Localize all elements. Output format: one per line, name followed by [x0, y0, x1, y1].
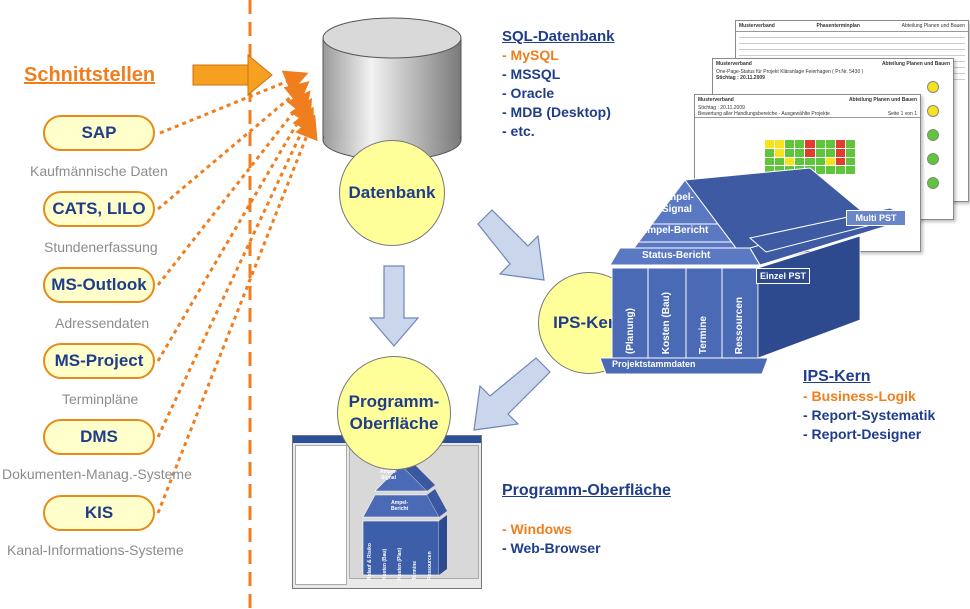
status-light-green	[927, 153, 939, 165]
status-light-green	[927, 129, 939, 141]
small-house-tier-line2: Bericht	[391, 506, 409, 512]
einzel-pst-tag: Einzel PST	[756, 268, 810, 284]
house-roof-signal: Signal	[661, 204, 692, 215]
node-programm-oberflaeche[interactable]: Programm- Oberfläche	[337, 356, 451, 470]
report-date: Stichtag : 20.11.2009	[698, 105, 745, 111]
small-pillar-5: Ressourcen	[427, 551, 434, 580]
house-pillars: (Planung) Kosten (Bau) Termine Ressource…	[612, 268, 758, 358]
small-house-roof-line2: Signal	[380, 475, 396, 481]
sql-item: - MySQL	[502, 47, 559, 63]
sql-item: - MSSQL	[502, 66, 561, 82]
report-heatmap	[765, 140, 855, 174]
report-date: Stichtag : 20.11.2009	[716, 75, 765, 81]
house-pillar-ressourcen: Ressourcen	[734, 296, 746, 354]
sql-item: - MDB (Desktop)	[502, 104, 611, 120]
connector-outlook	[156, 90, 311, 286]
house-roof-label: Ampel- Signal	[660, 192, 694, 216]
small-pillar-3: Kosten (Plan)	[396, 547, 403, 580]
report-title: One-Page-Status für Projekt Kläranlage F…	[716, 69, 864, 75]
small-pillar-4: Termine	[412, 560, 419, 580]
status-light-yellow	[927, 81, 939, 93]
report-title: Bewertung aller Handlungsbereiche - Ausg…	[698, 111, 830, 117]
interface-dms-caption: Dokumenten-Manag.-Systeme	[2, 466, 192, 482]
interface-sap[interactable]: SAP	[43, 115, 155, 151]
node-datenbank[interactable]: Datenbank	[339, 140, 445, 246]
status-light-yellow	[927, 105, 939, 117]
small-house-roof: Ampel- Signal	[380, 469, 397, 481]
interface-cats-lilo[interactable]: CATS, LILO	[43, 191, 155, 227]
database-cylinder	[322, 17, 462, 161]
report-dept: Abteilung Planen und Bauen	[848, 97, 917, 103]
house-pillar-termine: Termine	[697, 315, 709, 354]
small-house-roof-line1: Ampel-	[380, 469, 397, 475]
house-pillar-kosten-bau: Kosten (Bau)	[661, 291, 673, 354]
interface-sap-caption: Kaufmännische Daten	[30, 163, 168, 179]
house-ampel-bericht: Ampel-Bericht	[640, 225, 709, 236]
small-pillar-2: Kosten (Bau)	[381, 548, 388, 580]
house-pillar-planung: (Planung)	[624, 307, 636, 354]
report-org: Musterverband	[698, 97, 734, 103]
report-dept: Abteilung Planen und Bauen	[901, 23, 965, 29]
ui-item: - Windows	[502, 521, 572, 537]
report-page: Seite 1 von 1	[887, 111, 917, 117]
house-status-bericht: Status-Bericht	[642, 250, 711, 261]
arrow-db-to-ui	[368, 265, 420, 347]
ips-item: - Report-Systematik	[803, 407, 936, 423]
interface-project-caption: Terminpläne	[62, 391, 139, 407]
ips-list: IPS-Kern - Business-Logik - Report-Syste…	[803, 368, 935, 444]
report-org: Musterverband	[739, 23, 775, 29]
ips-heading: IPS-Kern	[803, 368, 871, 385]
interface-arrow	[192, 53, 273, 97]
sql-list: SQL-Datenbank - MySQL - MSSQL - Oracle -…	[502, 28, 615, 141]
interface-ms-outlook[interactable]: MS-Outlook	[43, 267, 155, 303]
interface-outlook-caption: Adressendaten	[55, 315, 150, 331]
report-dept: Abteilung Planen und Bauen	[881, 61, 950, 67]
interface-kis-caption: Kanal-Informations-Systeme	[7, 542, 184, 558]
connector-dms	[156, 106, 315, 438]
connector-sap	[159, 70, 309, 135]
small-house-tier: Ampel- Bericht	[391, 500, 408, 512]
ui-heading: Programm-Oberfläche	[502, 482, 671, 499]
report-org: Musterverband	[716, 61, 752, 67]
connector-cats	[157, 81, 310, 211]
multi-pst-tag: Multi PST	[846, 210, 906, 226]
house-roof-ampel: Ampel-	[660, 192, 694, 203]
status-light-green	[927, 177, 939, 189]
small-house-tier-line1: Ampel-	[391, 500, 409, 506]
small-house-pillars: Ablauf & Risiko Kosten (Bau) Kosten (Pla…	[362, 528, 438, 580]
ui-item: - Web-Browser	[502, 540, 601, 556]
node-programm-line1: Programm-	[348, 392, 440, 411]
ui-thumbnail-tree	[295, 445, 347, 585]
connector-kis	[156, 114, 318, 514]
interface-kis[interactable]: KIS	[43, 495, 155, 531]
node-programm-line2: Oberfläche	[349, 414, 439, 433]
arrow-ips-to-ui	[473, 357, 551, 431]
ips-item: - Report-Designer	[803, 426, 922, 442]
house-foundation: Projektstammdaten	[612, 359, 696, 369]
arrow-db-to-ips	[477, 209, 545, 281]
schnittstellen-title: Schnittstellen	[24, 64, 156, 86]
small-pillar-1: Ablauf & Risiko	[366, 543, 373, 580]
sql-item: - Oracle	[502, 85, 555, 101]
ui-list: Programm-Oberfläche - Windows - Web-Brow…	[502, 482, 671, 558]
report-title: Phasenterminplan	[816, 23, 860, 29]
ips-item: - Business-Logik	[803, 388, 916, 404]
interface-dms[interactable]: DMS	[43, 419, 155, 455]
sql-item: - etc.	[502, 123, 535, 139]
sql-heading: SQL-Datenbank	[502, 28, 615, 45]
interface-cats-caption: Stundenerfassung	[44, 239, 158, 255]
connector-project	[156, 97, 313, 362]
interface-ms-project[interactable]: MS-Project	[43, 343, 155, 379]
